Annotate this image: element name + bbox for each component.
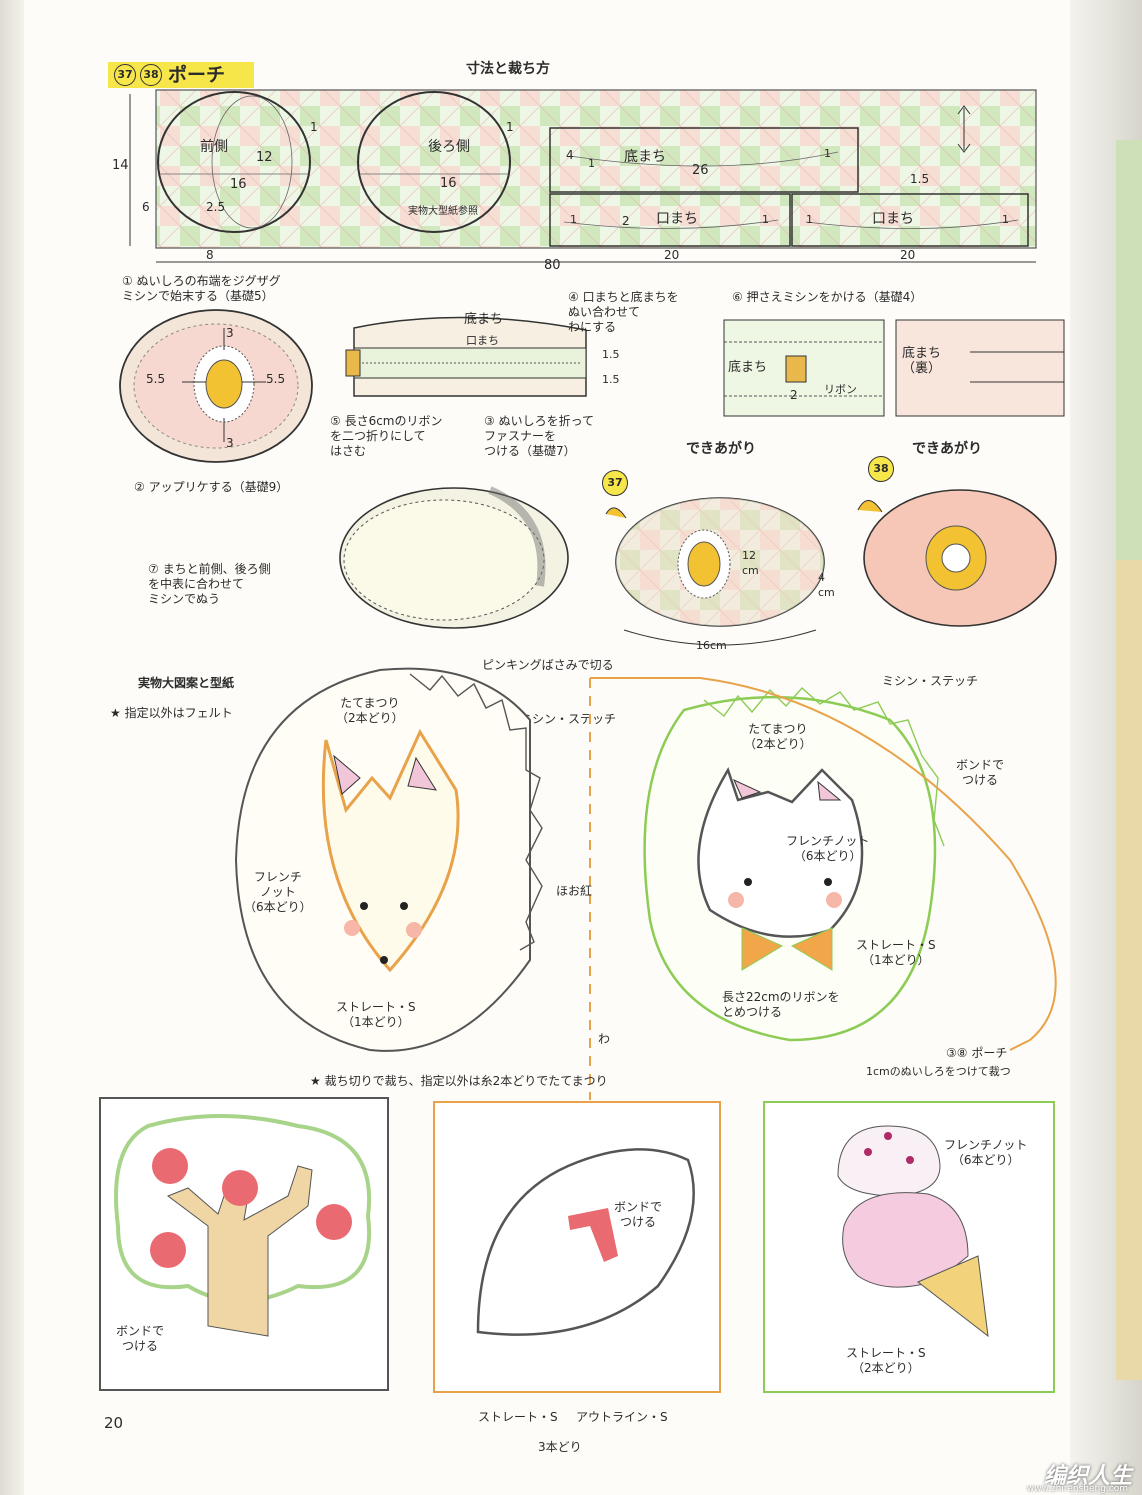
finished-37-label: できあがり (686, 441, 756, 457)
cat-bond: ボンドで つける (956, 758, 1005, 787)
step-1: ① ぬいしろの布端をジグザグ ミシンで始末する（基礎5） (122, 274, 281, 303)
page-title: ポーチ (168, 64, 226, 86)
cutting-diagram (129, 89, 1037, 263)
finished-38-label: できあがり (912, 441, 982, 457)
finished-pouch-38 (857, 489, 1057, 627)
page-number: 20 (104, 1414, 124, 1432)
dim-6: 6 (142, 200, 150, 214)
cat-straight-stitch: ストレート・S （1本どり） (856, 938, 936, 967)
step-zipper-diagram (345, 316, 587, 397)
finished-height: 12 cm (742, 549, 759, 577)
cut-note: ★ 裁ち切りで裁ち、指定以外は糸2本どりでたてまつり (310, 1074, 608, 1088)
finished-depth: 4 cm (818, 571, 835, 599)
dim-1-gusset-right: 1 (824, 147, 831, 160)
icecream-french-knot: フレンチノット （6本どり） (944, 1138, 1028, 1167)
dim-1-gusset-left: 1 (588, 157, 595, 170)
front-label: 前側 (200, 139, 228, 155)
applique-patterns (234, 667, 1057, 1100)
dim-20-left: 20 (664, 248, 680, 262)
step-2: ② アップリケする（基礎9） (134, 480, 289, 494)
step-7-sewing-diagram (339, 486, 569, 629)
s6-bottom-back: 底まち （裏） (902, 346, 942, 376)
machine-stitch-right: ミシン・ステッチ (882, 674, 979, 688)
dim-12: 12 (256, 150, 273, 165)
watermark: 编织人生 (1043, 1464, 1132, 1489)
finished-38-number: 38 (868, 456, 894, 482)
fox-tatematsuri: たてまつり （2本どり） (336, 696, 404, 725)
pattern-note: 実物大型紙参照 (408, 206, 478, 217)
dim-5-5-right: 5.5 (266, 372, 286, 386)
dim-1-5: 1.5 (910, 172, 930, 186)
patterns-title: 実物大図案と型紙 (138, 676, 235, 690)
dim-4: 4 (566, 148, 574, 162)
pouch-ref: ③⑧ ポーチ (946, 1046, 1008, 1060)
dim-1-top-left: 1 (570, 213, 577, 226)
next-page-strip-green (1116, 140, 1142, 560)
step-applique-oval (119, 309, 313, 463)
ball-bond: ボンドで つける (614, 1200, 663, 1229)
ball-thread-count: 3本どり (538, 1440, 582, 1454)
ball-outline-stitch: アウトライン・S (576, 1410, 668, 1424)
tree-bond: ボンドで つける (116, 1324, 165, 1353)
dim-16-back: 16 (440, 176, 457, 191)
dim-3-bottom: 3 (226, 436, 234, 450)
back-label: 後ろ側 (428, 139, 470, 155)
icecream-straight-stitch: ストレート・S （2本どり） (846, 1346, 926, 1375)
dim-5-5-left: 5.5 (146, 372, 166, 386)
zip-top-gusset: 口まち (466, 334, 499, 347)
ribbon-note: 長さ22cmのリボンを とめつける (722, 990, 840, 1019)
dim-14: 14 (112, 158, 129, 173)
s6-ribbon: リボン (824, 383, 857, 396)
step-5: ⑤ 長さ6cmのリボン を二つ折りにして はさむ (330, 414, 443, 458)
dim-1-5-a: 1.5 (602, 348, 620, 361)
project-number-37: 37 (114, 64, 136, 86)
step-7: ⑦ まちと前側、後ろ側 を中表に合わせて ミシンでぬう (148, 562, 271, 606)
project-number-38: 38 (140, 64, 162, 86)
finished-37-number: 37 (602, 470, 628, 496)
finished-width: 16cm (696, 639, 727, 652)
dim-1-5-b: 1.5 (602, 373, 620, 386)
dim-2-5: 2.5 (206, 200, 226, 214)
dim-80: 80 (544, 258, 561, 273)
dim-2: 2 (622, 214, 630, 228)
dim-16-front: 16 (230, 177, 247, 192)
dim-1-front: 1 (310, 120, 318, 134)
fold-label: わ (598, 1032, 611, 1046)
dim-3-top: 3 (226, 326, 234, 340)
ball-straight-stitch: ストレート・S (478, 1410, 558, 1424)
section-title: 寸法と裁ち方 (466, 61, 550, 77)
motif-panels (99, 1097, 1055, 1393)
fox-french-knot: フレンチ ノット （6本どり） (244, 870, 312, 914)
dim-1-top-mid: 1 (762, 213, 769, 226)
blush-label: ほお紅 (556, 884, 593, 898)
machine-stitch-left: ミシン・ステッチ (520, 712, 617, 726)
dim-26: 26 (692, 163, 709, 178)
step-3: ③ ぬいしろを折って ファスナーを つける（基礎7） (484, 414, 594, 458)
top-gusset-label-1: 口まち (656, 211, 698, 227)
zip-bottom-gusset: 底まち (464, 312, 504, 327)
watermark-url: www.zhirensheng.com (1026, 1484, 1128, 1494)
dim-1-back: 1 (506, 120, 514, 134)
s6-bottom-gusset: 底まち (728, 360, 768, 375)
step-6: ⑥ 押さえミシンをかける（基礎4） (732, 290, 923, 304)
dim-1-top-right: 1 (1002, 213, 1009, 226)
finished-pouch-37 (605, 497, 825, 646)
bottom-gusset-label: 底まち (624, 149, 666, 165)
cat-french-knot: フレンチノット （6本どり） (786, 834, 870, 863)
dim-1-top-mid2: 1 (806, 213, 813, 226)
step-press-stitch-diagram (723, 319, 1065, 417)
cat-tatematsuri: たてまつり （2本どり） (744, 722, 812, 751)
dim-8: 8 (206, 248, 214, 262)
s6-dim-2: 2 (790, 388, 798, 402)
pinking-note: ピンキングばさみで切る (482, 658, 614, 672)
fox-straight-stitch: ストレート・S （1本どり） (336, 1000, 416, 1029)
book-spine-shadow (0, 0, 24, 1495)
patterns-note: ★ 指定以外はフェルト (110, 706, 233, 720)
step-4: ④ 口まちと底まちを ぬい合わせて わにする (568, 290, 679, 334)
pouch-seam-note: 1cmのぬいしろをつけて裁つ (866, 1065, 1011, 1078)
dim-20-right: 20 (900, 248, 916, 262)
top-gusset-label-2: 口まち (872, 211, 914, 227)
